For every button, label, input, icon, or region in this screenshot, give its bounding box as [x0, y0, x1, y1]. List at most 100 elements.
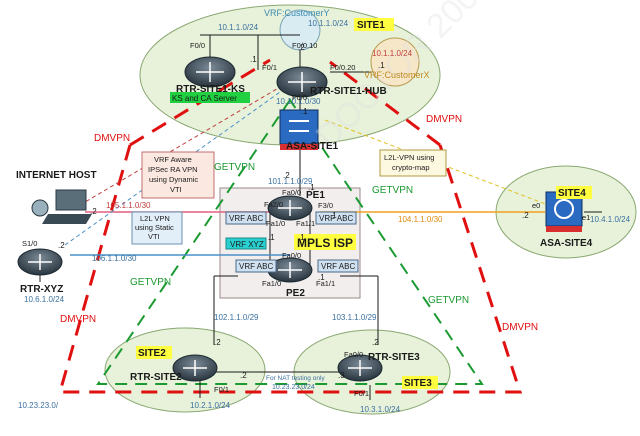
iface-pe2-fa00: Fa0/0: [282, 251, 301, 260]
iface-s3-fa00: Fa0/0: [344, 350, 363, 359]
note-l2l-crypto-2: crypto-map: [392, 163, 430, 172]
host-3: .3: [338, 371, 345, 380]
dmvpn-label-1: DMVPN: [94, 133, 130, 144]
router-site3-icon[interactable]: [337, 354, 383, 382]
host-2f: .2: [522, 211, 529, 220]
l2l-crypto-note-box: [379, 149, 447, 177]
ks-name: RTR-SITE1-KS: [176, 84, 245, 95]
note-l2l-static-1: L2L VPN: [140, 214, 170, 223]
site3-label: SITE3: [404, 378, 432, 389]
iface-asa4-e0: e0: [532, 201, 540, 210]
vrf-xyz: VRF XYZ: [230, 240, 264, 249]
vrf-abc-pe1-right: VRF ABC: [319, 214, 353, 223]
subnet-102: 102.1.1.0/29: [214, 313, 259, 322]
asa-site1-icon[interactable]: [279, 109, 319, 150]
vrf-customer-x-area: [370, 37, 420, 87]
subnet-10-1-1-ks: 10.1.1.0/24: [218, 23, 259, 32]
vrf-abc-pe1-right-box: [315, 211, 357, 225]
iface-pe2-fa10: Fa1/0: [262, 279, 281, 288]
iface-pe1-fa11: Fa1/1: [296, 219, 315, 228]
getvpn-label-2: GETVPN: [372, 185, 413, 196]
subnet-10-4-1: 10.4.1.0/24: [590, 215, 631, 224]
subnet-10-23-23: 10.23.23.0/24: [272, 384, 315, 391]
host-2e: .2: [372, 338, 379, 347]
iface-pe2-fa11: Fa1/1: [316, 279, 335, 288]
iface-pe1-fa10: Fa1/0: [266, 219, 285, 228]
subnet-10-2-1: 10.2.1.0/24: [190, 401, 231, 410]
dmvpn-label-2: DMVPN: [426, 114, 462, 125]
dmvpn-label-4: DMVPN: [502, 322, 538, 333]
iface-hub-f00: F0/0: [292, 93, 307, 102]
vrf-abc-pe2-right: VRF ABC: [321, 262, 355, 271]
note-vrf-aware-2: IPSec RA VPN: [148, 165, 198, 174]
asa4-name: ASA-SITE4: [540, 238, 593, 249]
site1-label: SITE1: [357, 20, 385, 31]
iface-asa4-e1: e1: [582, 213, 590, 222]
subnet-106: 106.1.1.0/30: [92, 254, 137, 263]
getvpn-label-4: GETVPN: [428, 295, 469, 306]
vrf-aware-note-box: [141, 151, 215, 199]
isp-label: MPLS ISP: [297, 236, 353, 250]
site2-label: SITE2: [138, 348, 166, 359]
vrf-abc-pe2-right-box: [317, 259, 359, 273]
vrf-customer-x-label: VRF:CustomerX: [364, 70, 430, 80]
subnet-104: 104.1.1.0/30: [398, 215, 443, 224]
vrf-abc-pe2-left: VRF ABC: [239, 262, 273, 271]
asa1-name: ASA-SITE1: [286, 141, 339, 152]
hub-name: RTR-SITE1-HUB: [310, 86, 387, 97]
host-1c: .1: [378, 61, 385, 70]
note-vrf-aware-3: using Dynamic: [149, 175, 198, 184]
host-2g: .2: [240, 371, 247, 380]
host-2b: .2: [283, 171, 290, 180]
host-1h: .1: [318, 273, 325, 282]
host-1: .1: [250, 55, 257, 64]
note-l2l-crypto-1: L2L-VPN using: [384, 153, 434, 162]
internet-host-name: INTERNET HOST: [16, 170, 97, 181]
note-vrf-aware-4: VTI: [170, 185, 182, 194]
iface-hub-f01: F0/1: [262, 63, 277, 72]
dmvpn-label-3: DMVPN: [60, 314, 96, 325]
vrf-customer-y-label: VRF:CustomerY: [264, 8, 330, 18]
site4-label: SITE4: [558, 188, 586, 199]
site2-router-name: RTR-SITE2: [130, 372, 182, 383]
internet-host-icon[interactable]: [31, 189, 92, 224]
host-1b: .1: [301, 107, 308, 116]
router-hub-icon[interactable]: [276, 66, 328, 98]
iface-xyz-s10: S1/0: [22, 239, 37, 248]
subnet-10-23-23-left: 10.23.23.0/: [18, 401, 59, 410]
site3-router-name: RTR-SITE3: [368, 352, 420, 363]
host-1f: .1: [308, 183, 315, 192]
note-l2l-static-3: VTI: [148, 232, 160, 241]
dmvpn-boundary: [58, 144, 523, 394]
iface-hub-f010: F0/0.10: [292, 41, 317, 50]
pe2-icon[interactable]: [267, 257, 313, 283]
vrf-abc-pe1-left: VRF ABC: [229, 214, 263, 223]
router-site2-icon[interactable]: [172, 354, 218, 382]
host-1d: .1: [268, 233, 275, 242]
subnet-103: 103.1.1.0/29: [332, 313, 377, 322]
vrf-abc-pe1-left-box: [225, 211, 267, 225]
subnet-10-6-1: 10.6.1.0/24: [24, 295, 65, 304]
note-l2l-static-2: using Static: [135, 223, 174, 232]
subnet-10-1-1-x: 10.1.1.0/24: [372, 49, 413, 58]
subnet-105: 105.1.1.0/30: [106, 201, 151, 210]
iface-pe1-fa20: Fa2/0: [264, 200, 283, 209]
host-2d: .2: [214, 338, 221, 347]
pe1-name: PE1: [306, 190, 325, 201]
ra-vpn-host-hub: [79, 79, 293, 206]
vrf-abc-pe2-left-box: [235, 259, 277, 273]
host-2c: .2: [58, 241, 65, 250]
router-xyz-icon[interactable]: [17, 248, 63, 276]
router-ks-icon[interactable]: [184, 56, 236, 88]
pe1-icon[interactable]: [267, 195, 313, 221]
iface-s3-f01: F0/1: [354, 389, 369, 398]
iface-s2-f01: F0/1: [214, 385, 229, 394]
getvpn-boundary: [96, 98, 484, 385]
note-vrf-aware-1: VRF Aware: [154, 155, 192, 164]
iface-hub-f020: F0/0.20: [330, 63, 355, 72]
host-1g: .1: [330, 211, 337, 220]
getvpn-label-3: GETVPN: [130, 277, 171, 288]
l2l-static-note-box: [131, 211, 183, 245]
